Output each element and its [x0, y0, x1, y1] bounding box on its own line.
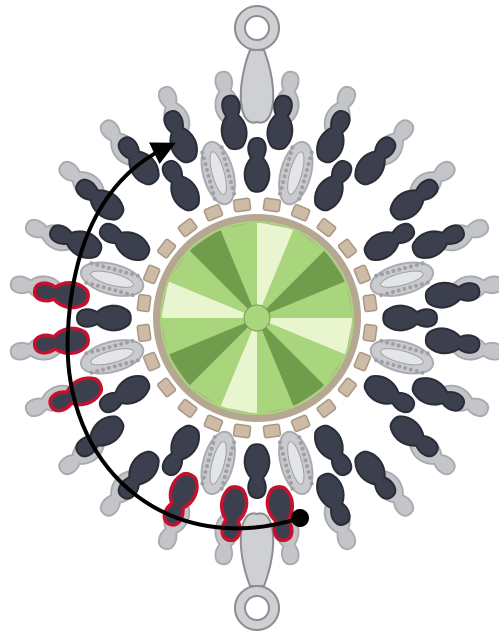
seed-bead	[157, 239, 176, 259]
connector-top-stem	[241, 50, 273, 123]
seed-bead	[137, 294, 151, 311]
dark-bead-outer	[409, 373, 468, 417]
connector-top	[235, 6, 279, 123]
seed-bead	[233, 198, 250, 212]
seed-bead	[354, 352, 371, 371]
seed-bead	[354, 265, 371, 284]
dark-bead-outer	[312, 107, 356, 166]
seed-bead	[143, 352, 160, 371]
seed-bead	[204, 204, 223, 221]
dark-bead-inner	[309, 156, 357, 215]
dark-bead-inner	[77, 306, 131, 331]
seed-bead	[263, 198, 280, 212]
seed-bead	[143, 265, 160, 284]
dark-bead-inner	[95, 370, 154, 418]
seed-bead	[338, 239, 357, 259]
dark-bead-inner	[383, 306, 437, 331]
dark-bead-inner	[245, 444, 270, 498]
seed-bead	[363, 294, 377, 311]
seed-bead	[204, 415, 223, 432]
seed-bead	[178, 218, 198, 237]
seed-bead	[338, 377, 357, 397]
rivoli-crystal	[153, 214, 361, 422]
dark-bead-inner	[245, 138, 270, 192]
seed-bead	[137, 324, 151, 341]
seed-bead	[363, 324, 377, 341]
seed-bead	[233, 424, 250, 438]
highlighted-dark-bead	[33, 278, 89, 309]
highlighted-dark-bead	[33, 326, 89, 357]
connector-bottom-loop-hole	[245, 596, 269, 620]
dark-bead-outer	[424, 278, 480, 309]
rivoli-center	[244, 305, 270, 331]
seed-bead	[316, 218, 336, 237]
dark-bead-inner	[309, 421, 357, 480]
dark-bead-inner	[360, 370, 419, 418]
dark-bead-inner	[156, 421, 204, 480]
seed-bead	[157, 377, 176, 397]
connector-top-loop-hole	[245, 16, 269, 40]
dark-bead-inner	[95, 217, 154, 265]
dark-bead-outer	[424, 326, 480, 357]
dark-bead-outer	[409, 219, 468, 263]
start-dot	[291, 509, 309, 527]
seed-bead	[316, 399, 336, 418]
connector-bottom	[235, 513, 279, 630]
seed-bead	[291, 415, 310, 432]
seed-bead	[291, 204, 310, 221]
dark-bead-inner	[156, 156, 204, 215]
dark-bead-outer	[312, 470, 356, 529]
seed-bead	[178, 399, 198, 418]
seed-bead	[263, 424, 280, 438]
dark-bead-outer	[46, 219, 105, 263]
dark-bead-outer	[158, 107, 202, 166]
dark-bead-inner	[360, 217, 419, 265]
